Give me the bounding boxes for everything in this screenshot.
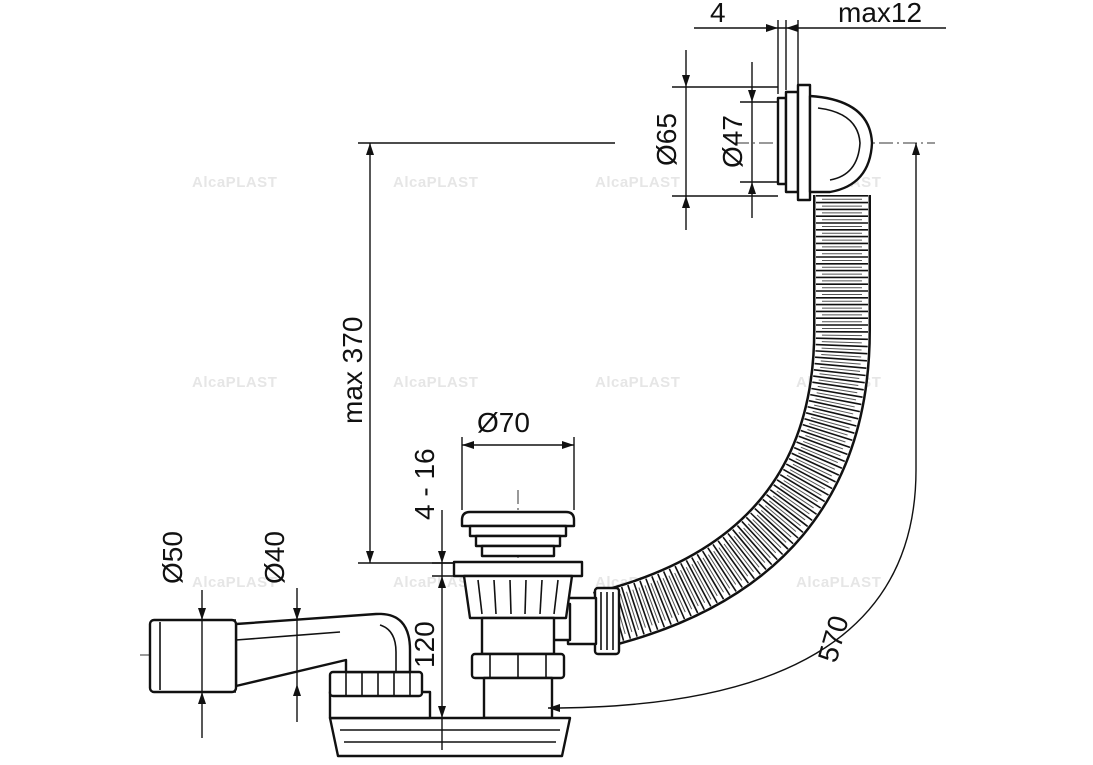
dimension-lines: [190, 20, 946, 750]
dim-max-wall: max12: [838, 0, 922, 28]
dim-outlet-inner-diameter: Ø40: [259, 531, 290, 584]
dim-hose-length: 570: [812, 612, 855, 665]
dim-bath-thickness: 4 - 16: [409, 448, 440, 520]
dim-overflow-inner-diameter: Ø47: [717, 115, 748, 168]
overflow-head: [776, 83, 874, 202]
flexible-hose: [592, 195, 871, 649]
dim-drain-diameter: Ø70: [477, 407, 530, 438]
watermark-10: AlcaPLAST: [393, 574, 478, 591]
dimension-labels: 4 max12 Ø65 Ø47 max 370 Ø70 4 - 16 120 Ø…: [157, 0, 922, 668]
dim-flange-thickness: 4: [710, 0, 726, 28]
watermark-12: AlcaPLAST: [796, 574, 881, 591]
dim-outlet-outer-diameter: Ø50: [157, 531, 188, 584]
drain-body: [452, 510, 584, 720]
watermark-1: AlcaPLAST: [192, 174, 277, 191]
dim-max-height: max 370: [337, 317, 368, 424]
trap-base: [328, 670, 572, 758]
outlet-pipe: [148, 612, 412, 694]
watermark-9: AlcaPLAST: [192, 574, 277, 591]
dim-overflow-outer-diameter: Ø65: [651, 113, 682, 166]
watermark-5: AlcaPLAST: [192, 374, 277, 391]
watermark-3: AlcaPLAST: [595, 174, 680, 191]
dim-trap-height: 120: [409, 621, 440, 668]
watermark-6: AlcaPLAST: [393, 374, 478, 391]
watermark-2: AlcaPLAST: [393, 174, 478, 191]
watermark-7: AlcaPLAST: [595, 374, 680, 391]
